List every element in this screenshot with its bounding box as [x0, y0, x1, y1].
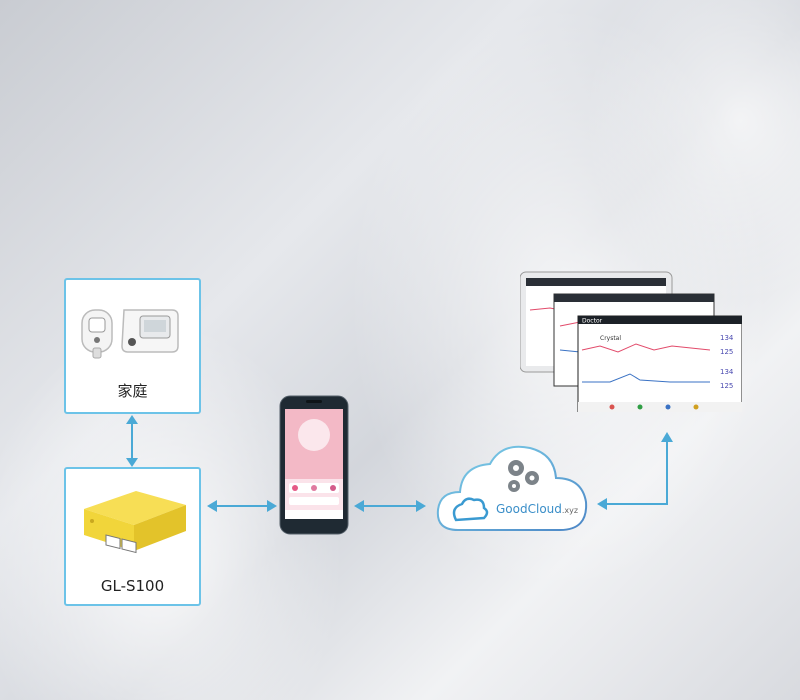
reading-1: 134: [720, 334, 734, 342]
smartphone-app-icon: [279, 395, 349, 535]
brand-suffix: .xyz: [561, 506, 579, 515]
phone-device: [279, 395, 349, 535]
health-devices-icon: [81, 309, 179, 359]
reading-4: 125: [720, 382, 733, 390]
vertical-double-arrow: [126, 415, 138, 467]
router-phone-arrow: [207, 500, 277, 512]
router-card: GL-S100: [64, 467, 201, 606]
home-devices-card: 家庭: [64, 278, 201, 414]
reading-2: 125: [720, 348, 733, 356]
brand-name: GoodCloud: [496, 502, 562, 516]
reading-3: 134: [720, 368, 734, 376]
router-label: GL-S100: [100, 577, 165, 595]
cloud-gears-icon: [436, 445, 588, 531]
screen-title: Doctor: [582, 318, 603, 325]
cloud-monitor-arrow: [597, 432, 673, 510]
phone-cloud-arrow: [354, 500, 426, 512]
home-label: 家庭: [117, 382, 148, 400]
patient-name: Crystal: [600, 335, 621, 342]
goodcloud-brand: GoodCloud.xyz: [496, 502, 578, 516]
fetal-monitor-screens-icon: Doctor Crystal 134 125 134 125: [520, 271, 742, 412]
goodcloud: GoodCloud.xyz: [432, 438, 592, 534]
monitor-screens: Doctor Crystal 134 125 134 125: [520, 270, 742, 412]
router-icon: [84, 491, 186, 554]
